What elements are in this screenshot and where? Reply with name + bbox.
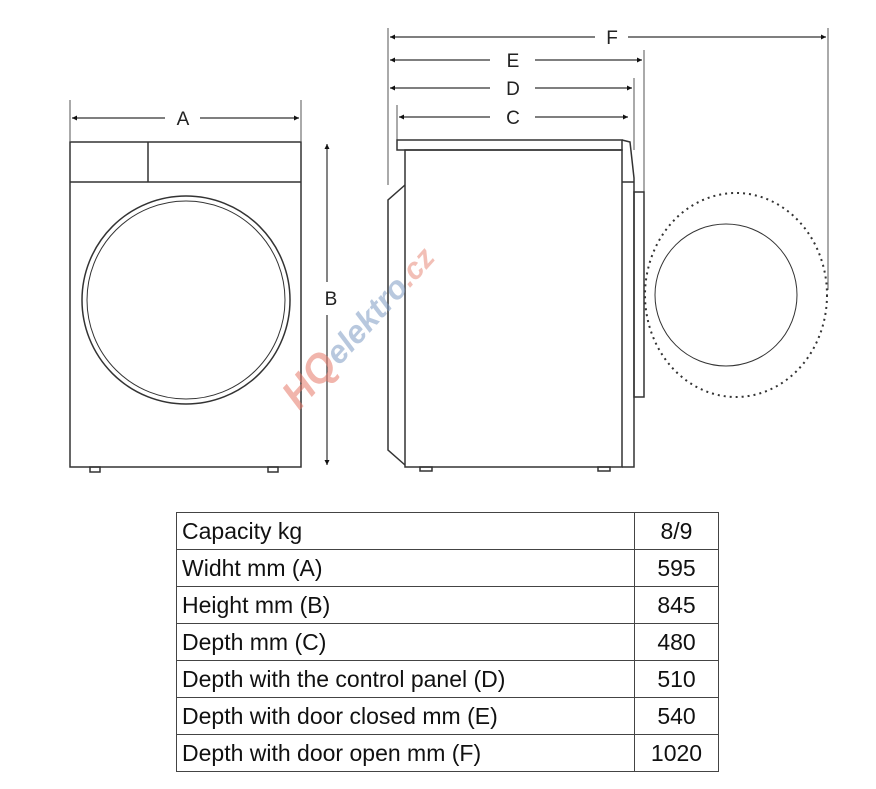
label-a: A	[177, 109, 190, 130]
label-d: D	[506, 79, 520, 100]
spec-label: Depth with door closed mm (E)	[176, 697, 635, 735]
spec-value: 540	[634, 697, 719, 735]
table-row: Depth with door closed mm (E)540	[176, 697, 719, 735]
table-row: Widht mm (A)595	[176, 549, 719, 587]
spec-label: Depth with door open mm (F)	[176, 734, 635, 772]
spec-value: 480	[634, 623, 719, 661]
table-row: Height mm (B)845	[176, 586, 719, 624]
spec-value: 595	[634, 549, 719, 587]
spec-label: Widht mm (A)	[176, 549, 635, 587]
spec-value: 510	[634, 660, 719, 698]
label-b: B	[325, 289, 338, 310]
table-row: Depth mm (C)480	[176, 623, 719, 661]
spec-value: 8/9	[634, 512, 719, 550]
spec-label: Height mm (B)	[176, 586, 635, 624]
table-row: Depth with door open mm (F)1020	[176, 734, 719, 772]
table-row: Depth with the control panel (D)510	[176, 660, 719, 698]
spec-label: Depth mm (C)	[176, 623, 635, 661]
label-c: C	[506, 108, 520, 129]
spec-label: Depth with the control panel (D)	[176, 660, 635, 698]
side-view	[387, 139, 828, 472]
door-open-outline	[644, 192, 828, 398]
door-outer	[81, 195, 291, 405]
spec-value: 1020	[634, 734, 719, 772]
front-view	[69, 141, 302, 473]
label-e: E	[507, 51, 520, 72]
spec-label: Capacity kg	[176, 512, 635, 550]
label-f: F	[606, 28, 618, 49]
spec-value: 845	[634, 586, 719, 624]
